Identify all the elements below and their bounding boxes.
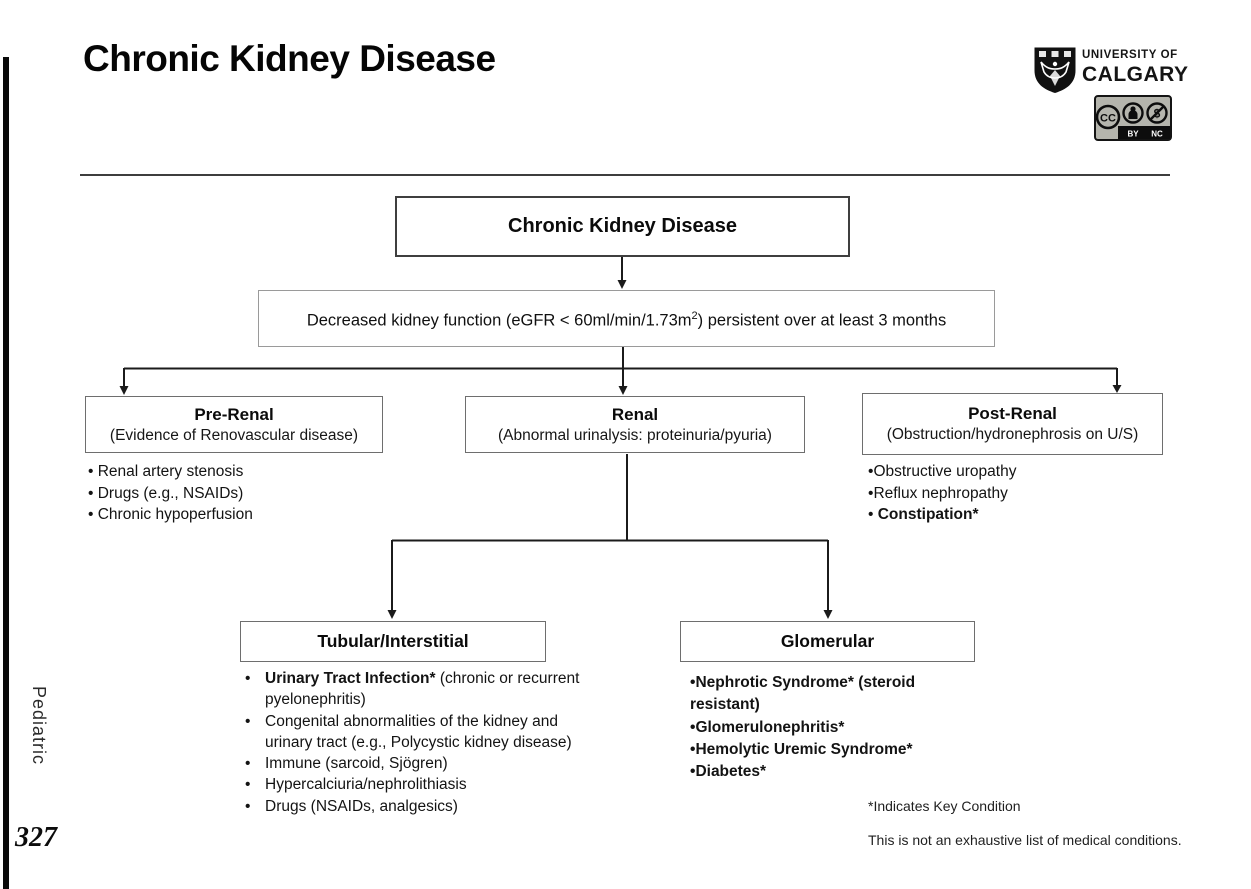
list-item: • Chronic hypoperfusion [88, 506, 253, 523]
list-item: •Hemolytic Uremic Syndrome* [690, 740, 913, 758]
footnote-key-condition: *Indicates Key Condition [868, 798, 1021, 814]
pre-renal-subtitle: (Evidence of Renovascular disease) [109, 426, 359, 444]
post-renal-title: Post-Renal [968, 404, 1057, 424]
attribution-person-icon [1122, 102, 1144, 124]
bullet-icon: • [868, 463, 874, 480]
page-number: 327 [15, 822, 57, 853]
list-item: •Obstructive uropathy [868, 463, 1017, 480]
tubular-interstitial-box: Tubular/Interstitial [240, 621, 546, 662]
by-label: BY [1127, 130, 1139, 139]
list-item: •Urinary Tract Infection* (chronic or re… [245, 670, 584, 709]
glomerular-title: Glomerular [780, 630, 875, 651]
list-item: •Drugs (NSAIDs, analgesics) [245, 796, 583, 817]
header-divider [80, 174, 1170, 176]
list-item: •Diabetes* [690, 763, 767, 781]
post-renal-subtitle: (Obstruction/hydronephrosis on U/S) [886, 426, 1139, 444]
university-name-line2: CALGARY [1082, 62, 1189, 86]
ucalgary-crest-icon [1034, 47, 1076, 93]
bullet-icon: • [868, 506, 878, 523]
bullet-icon: • [88, 484, 98, 502]
list-item: •Glomerulonephritis* [690, 718, 845, 736]
university-name-line1: UNIVERSITY OF [1082, 49, 1178, 61]
renal-box: Renal (Abnormal urinalysis: proteinuria/… [465, 396, 805, 453]
list-item: •Hypercalciuria/nephrolithiasis [245, 774, 583, 795]
renal-subtitle: (Abnormal urinalysis: proteinuria/pyuria… [498, 426, 772, 444]
nc-label: NC [1151, 130, 1163, 139]
list-item: •Reflux nephropathy [868, 484, 1008, 502]
bullet-icon: • [690, 674, 696, 691]
sidebar-category-label: Pediatric [29, 686, 49, 766]
bullet-icon: • [690, 740, 696, 758]
university-wordmark: UNIVERSITY OF CALGARY [1082, 49, 1189, 86]
page-title: Chronic Kidney Disease [83, 38, 496, 79]
root-box-chronic-kidney-disease: Chronic Kidney Disease [395, 196, 850, 257]
tubular-title: Tubular/Interstitial [317, 630, 469, 651]
non-commercial-icon: $ [1146, 102, 1168, 124]
svg-text:CC: CC [1100, 113, 1116, 125]
list-item: •Immune (sarcoid, Sjögren) [245, 753, 583, 774]
list-item: • Renal artery stenosis [88, 463, 244, 480]
bullet-icon: • [245, 797, 251, 815]
superscript-2: 2 [691, 309, 698, 322]
list-item: • Drugs (e.g., NSAIDs) [88, 484, 244, 502]
renal-title: Renal [611, 404, 659, 424]
pre-renal-title: Pre-Renal [194, 404, 274, 424]
bullet-icon: • [245, 670, 251, 687]
list-item: •Congenital abnormalities of the kidney … [245, 712, 572, 751]
bullet-icon: • [690, 718, 696, 736]
cc-icon: CC [1095, 104, 1121, 130]
pre-renal-box: Pre-Renal (Evidence of Renovascular dise… [85, 396, 383, 453]
root-box-label: Chronic Kidney Disease [508, 215, 737, 237]
cc-by-nc-license-badge: CC $ BY NC [1094, 95, 1172, 141]
bullet-icon: • [690, 763, 696, 781]
glomerular-box: Glomerular [680, 621, 975, 662]
left-edge-bar [3, 57, 9, 889]
list-item: •Nephrotic Syndrome* (steroid resistant) [690, 674, 920, 714]
pre-renal-list: • Renal artery stenosis • Drugs (e.g., N… [88, 461, 358, 526]
bullet-icon: • [88, 506, 98, 523]
bullet-icon: • [868, 484, 874, 502]
list-item: • Constipation* [868, 506, 979, 523]
tubular-interstitial-list: •Urinary Tract Infection* (chronic or re… [245, 668, 583, 817]
bullet-icon: • [88, 463, 98, 480]
glomerular-list: •Nephrotic Syndrome* (steroid resistant)… [690, 672, 958, 783]
definition-box: Decreased kidney function (eGFR < 60ml/m… [258, 290, 995, 347]
post-renal-list: •Obstructive uropathy •Reflux nephropath… [868, 461, 1148, 526]
bullet-icon: • [245, 712, 251, 730]
bullet-icon: • [245, 755, 251, 773]
definition-text: Decreased kidney function (eGFR < 60ml/m… [306, 309, 947, 330]
bullet-icon: • [245, 776, 251, 794]
footnote-disclaimer: This is not an exhaustive list of medica… [868, 832, 1182, 848]
post-renal-box: Post-Renal (Obstruction/hydronephrosis o… [862, 393, 1163, 455]
